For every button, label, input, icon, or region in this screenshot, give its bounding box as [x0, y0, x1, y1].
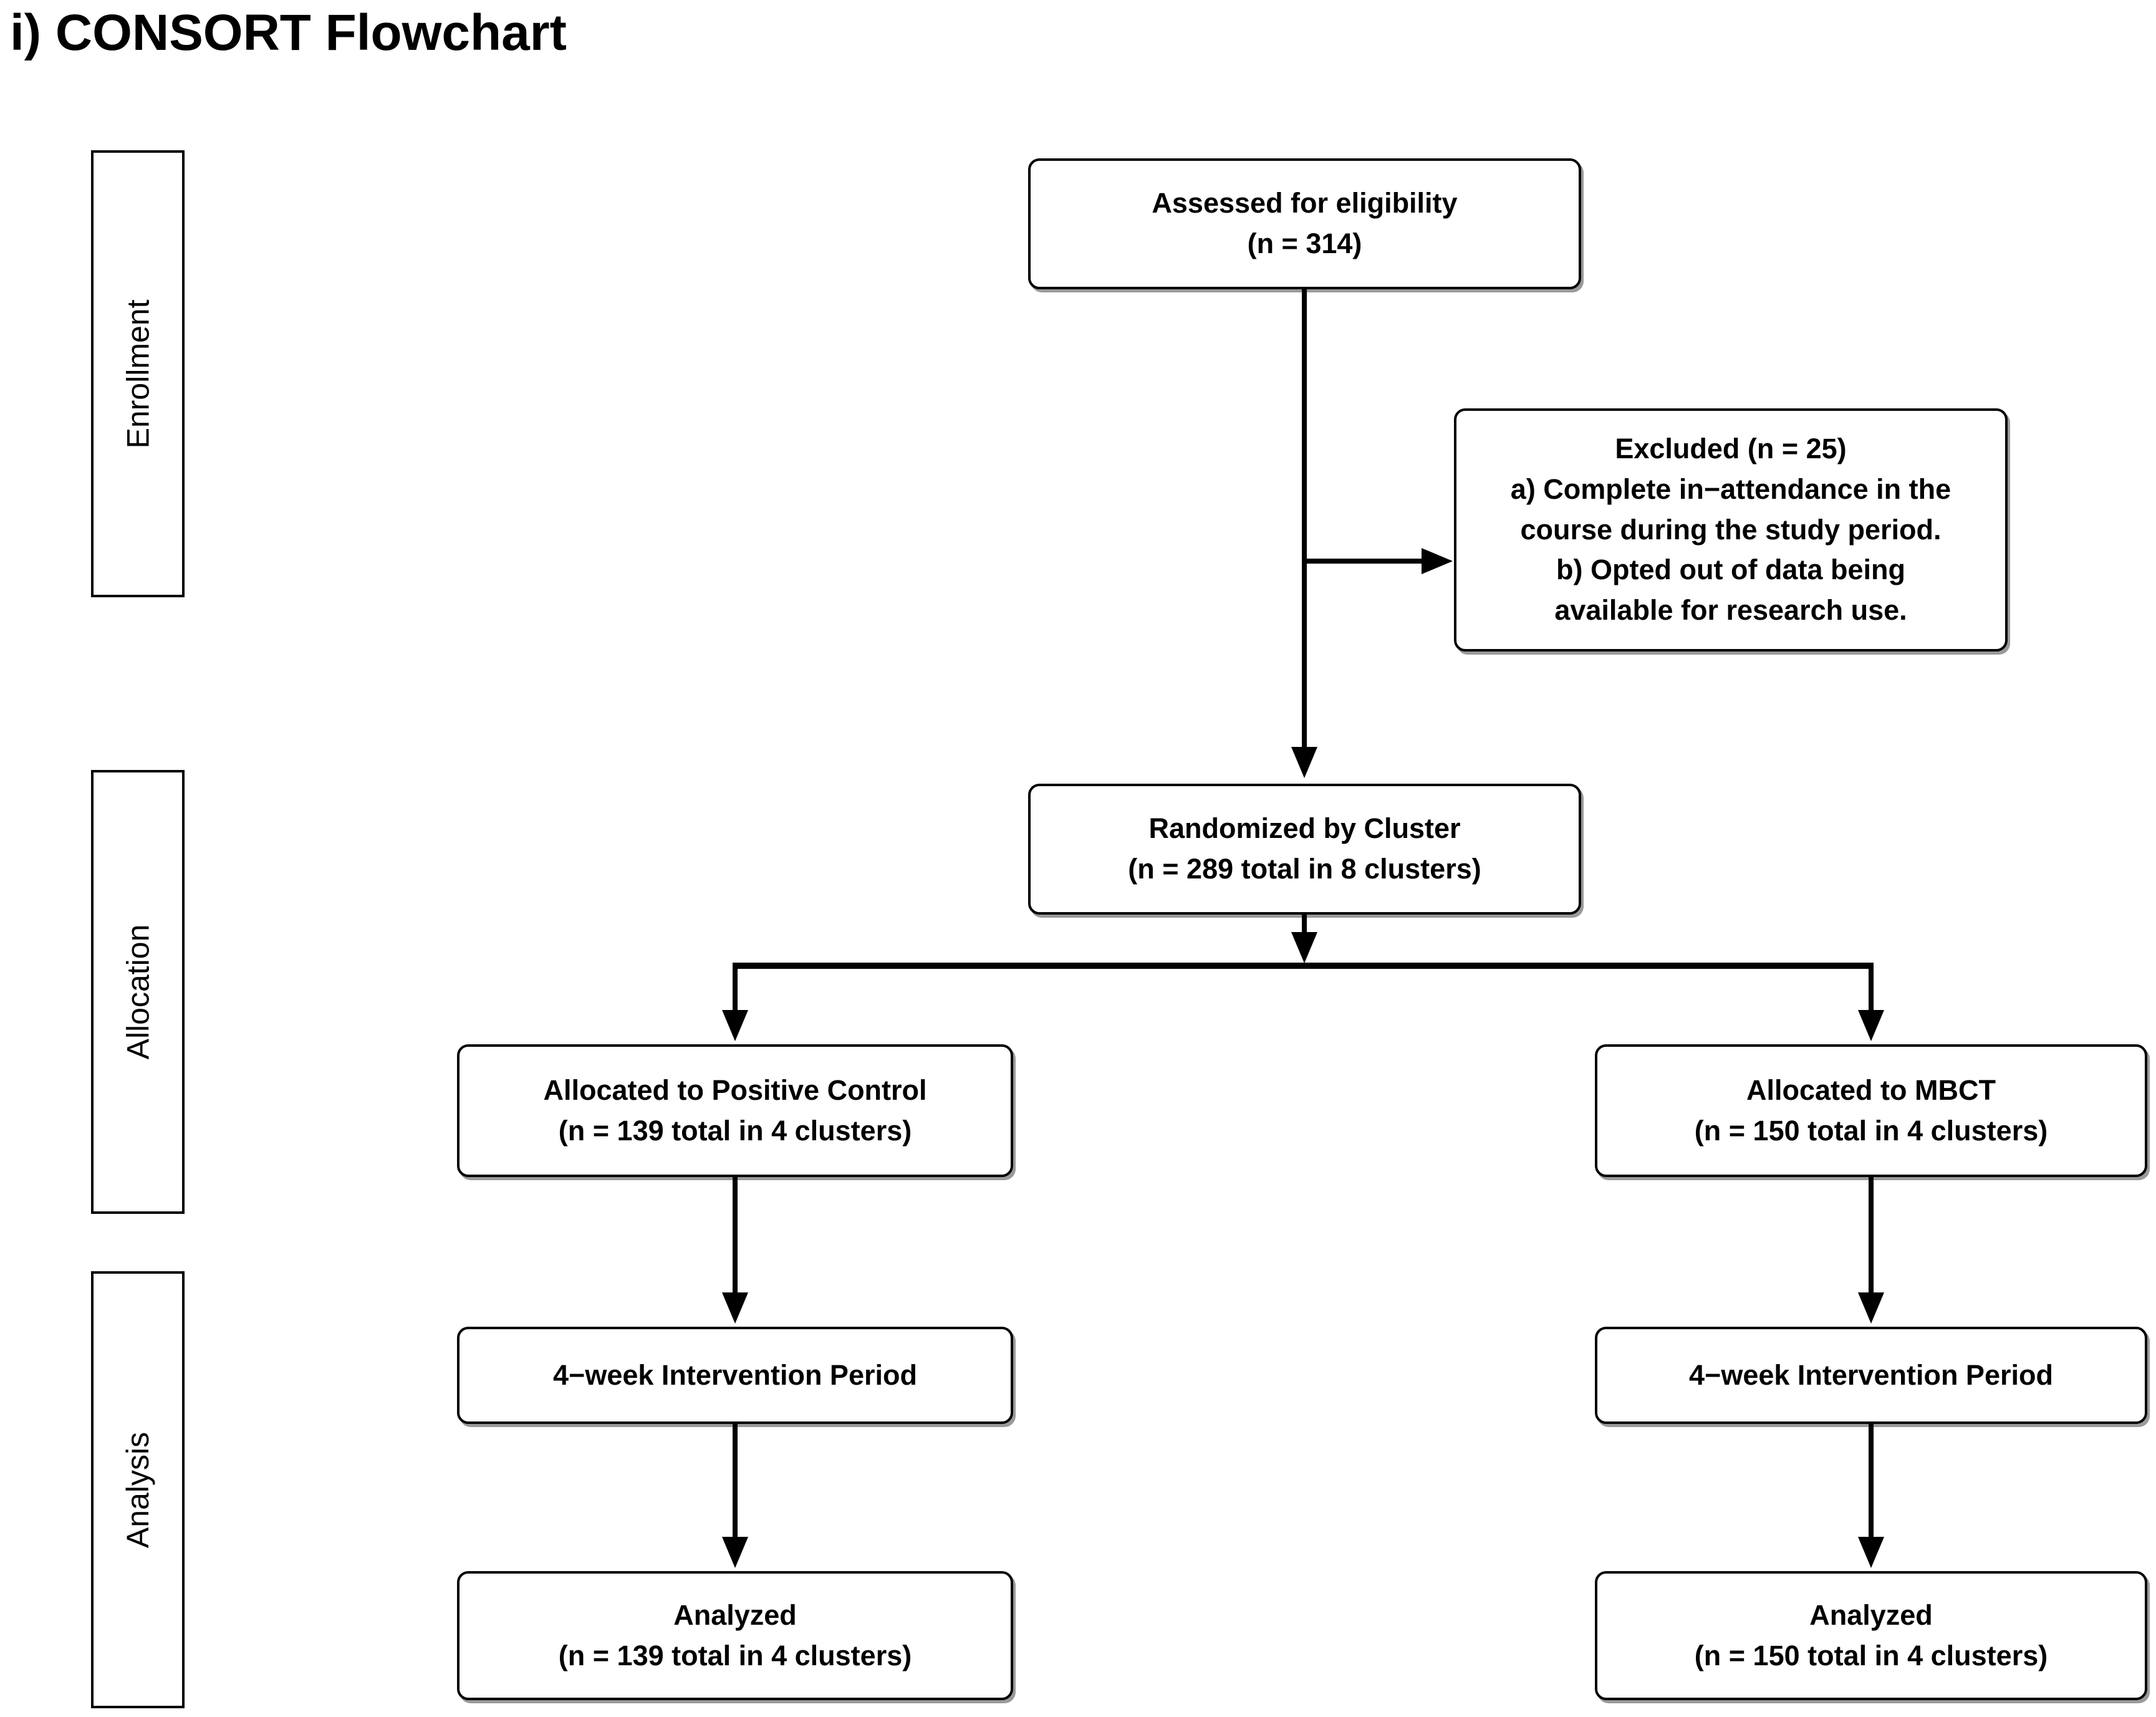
node-text-line: Analyzed [673, 1599, 797, 1631]
stage-box-allocation: Allocation [91, 770, 185, 1214]
arrow-allocated-to-intervention-control-stem [733, 1177, 738, 1292]
arrow-intervention-to-analyzed-mbct-stem [1869, 1424, 1874, 1538]
node-text-line: a) Complete in−attendance in the [1510, 473, 1951, 505]
node-text-line: Analyzed [1809, 1599, 1933, 1631]
page-title: i) CONSORT Flowchart [10, 4, 567, 61]
node-excluded: Excluded (n = 25) a) Complete in−attenda… [1454, 408, 2008, 652]
stage-label-allocation: Allocation [120, 924, 156, 1060]
arrow-branch-to-allocated-control-stem [733, 969, 738, 1011]
node-text-line: (n = 139 total in 4 clusters) [558, 1639, 912, 1671]
stage-box-enrollment: Enrollment [91, 150, 185, 597]
arrowhead-down-intervention-control [722, 1292, 748, 1324]
arrowhead-down-branch [1291, 932, 1317, 963]
node-assessed-for-eligibility: Assessed for eligibility (n = 314) [1028, 158, 1581, 289]
arrowhead-down-analyzed-mbct [1858, 1537, 1884, 1568]
node-text-line: (n = 150 total in 4 clusters) [1694, 1114, 2048, 1147]
stage-label-analysis: Analysis [120, 1431, 155, 1548]
node-allocated-mbct: Allocated to MBCT (n = 150 total in 4 cl… [1595, 1044, 2147, 1177]
branch-line [733, 963, 1874, 969]
stage-box-analysis: Analysis [91, 1271, 185, 1708]
node-randomized-by-cluster: Randomized by Cluster (n = 289 total in … [1028, 784, 1581, 915]
arrow-to-excluded-stem [1304, 559, 1423, 564]
node-analyzed-control: Analyzed (n = 139 total in 4 clusters) [457, 1571, 1013, 1700]
node-allocated-positive-control: Allocated to Positive Control (n = 139 t… [457, 1044, 1013, 1177]
node-text-line: course during the study period. [1520, 513, 1942, 546]
node-text-line: (n = 289 total in 8 clusters) [1128, 853, 1481, 885]
arrowhead-down-randomized [1291, 747, 1317, 778]
stage-label-enrollment: Enrollment [120, 299, 155, 448]
node-text-line: Allocated to Positive Control [543, 1074, 927, 1106]
arrow-branch-to-allocated-mbct-stem [1869, 969, 1874, 1011]
node-text-line: (n = 139 total in 4 clusters) [558, 1114, 912, 1147]
node-text-line: Excluded (n = 25) [1615, 433, 1847, 464]
arrowhead-down-intervention-mbct [1858, 1292, 1884, 1324]
arrowhead-right-excluded [1422, 548, 1453, 574]
arrow-allocated-to-intervention-mbct-stem [1869, 1177, 1874, 1292]
arrowhead-down-allocated-control [722, 1010, 748, 1041]
node-text-line: available for research use. [1554, 594, 1907, 627]
arrowhead-down-analyzed-control [722, 1537, 748, 1568]
node-text-line: b) Opted out of data being [1556, 554, 1905, 586]
arrow-intervention-to-analyzed-control-stem [733, 1424, 738, 1538]
node-text-line: (n = 150 total in 4 clusters) [1694, 1639, 2048, 1671]
arrowhead-down-allocated-mbct [1858, 1010, 1884, 1041]
node-text-line: (n = 314) [1247, 228, 1362, 259]
arrow-assessed-to-randomized-stem [1302, 289, 1307, 747]
arrow-randomized-to-branch-stem [1302, 915, 1307, 933]
node-text-line: Assessed for eligibility [1152, 187, 1458, 219]
node-intervention-period-control: 4−week Intervention Period [457, 1327, 1013, 1424]
node-analyzed-mbct: Analyzed (n = 150 total in 4 clusters) [1595, 1571, 2147, 1700]
node-intervention-period-mbct: 4−week Intervention Period [1595, 1327, 2147, 1424]
node-text-line: Randomized by Cluster [1148, 812, 1461, 845]
node-text-line: 4−week Intervention Period [1689, 1359, 2053, 1391]
node-text-line: 4−week Intervention Period [553, 1359, 917, 1391]
node-text-line: Allocated to MBCT [1746, 1074, 1996, 1106]
